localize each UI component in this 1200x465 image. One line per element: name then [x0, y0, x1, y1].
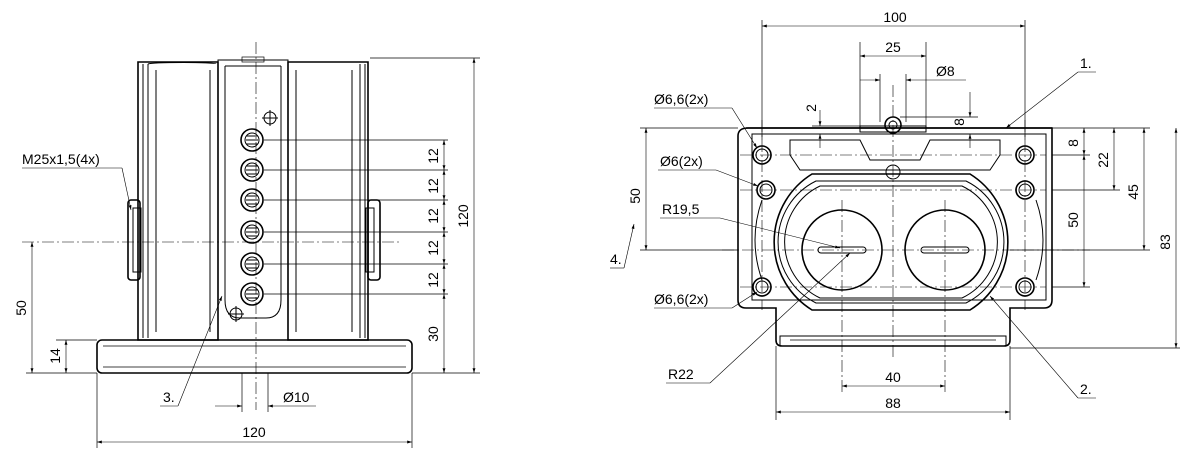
dim-120-height: 120 — [455, 204, 471, 228]
dim-50-mid: 50 — [627, 188, 643, 204]
r-19-5: R19,5 — [662, 201, 700, 217]
dim-83: 83 — [1157, 234, 1173, 250]
dia-66-top: Ø6,6(2x) — [654, 91, 708, 107]
dim-30: 30 — [425, 326, 441, 342]
ref-3: 3. — [163, 389, 175, 405]
dim-88: 88 — [885, 395, 901, 411]
cable-gland-left — [127, 199, 141, 281]
dim-25: 25 — [885, 39, 901, 55]
dim-22: 22 — [1095, 152, 1111, 168]
dia-8: Ø8 — [936, 63, 955, 79]
dim-50-right: 50 — [1065, 212, 1081, 228]
dim-14: 14 — [47, 348, 63, 364]
top-view: 100 25 Ø8 2 8 1. Ø6,6(2x) Ø6(2x) R19,5 — [610, 9, 1180, 420]
base-plate — [96, 339, 413, 374]
dia-66-bottom: Ø6,6(2x) — [654, 291, 708, 307]
dim-120-width: 120 — [242, 424, 266, 440]
dim-12-2: 12 — [425, 178, 441, 194]
dim-100: 100 — [883, 9, 907, 25]
dim-45: 45 — [1125, 184, 1141, 200]
ref-4: 4. — [610, 251, 622, 267]
dim-12-5: 12 — [425, 272, 441, 288]
dim-50-left: 50 — [13, 300, 29, 316]
oval-pocket-outer — [773, 173, 1009, 311]
dia-6: Ø6(2x) — [660, 153, 703, 169]
dim-12-3: 12 — [425, 208, 441, 224]
dim-12-4: 12 — [425, 240, 441, 256]
thread-label: M25x1,5(4x) — [22, 151, 100, 167]
left-housing — [137, 61, 219, 341]
dim-12-1: 12 — [425, 148, 441, 164]
dim-8-right: 8 — [1065, 139, 1081, 147]
mounting-holes — [752, 116, 1035, 297]
dim-40: 40 — [885, 369, 901, 385]
right-housing — [287, 61, 369, 341]
ref-1: 1. — [1080, 55, 1092, 71]
ref-2: 2. — [1080, 381, 1092, 397]
dim-8-top: 8 — [951, 118, 967, 126]
dia-10: Ø10 — [283, 389, 310, 405]
pins — [240, 128, 264, 306]
dim-2: 2 — [803, 104, 819, 112]
r-22: R22 — [668, 366, 694, 382]
side-view: 12 12 12 12 12 30 120 50 14 120 Ø10 M25x… — [13, 42, 480, 448]
